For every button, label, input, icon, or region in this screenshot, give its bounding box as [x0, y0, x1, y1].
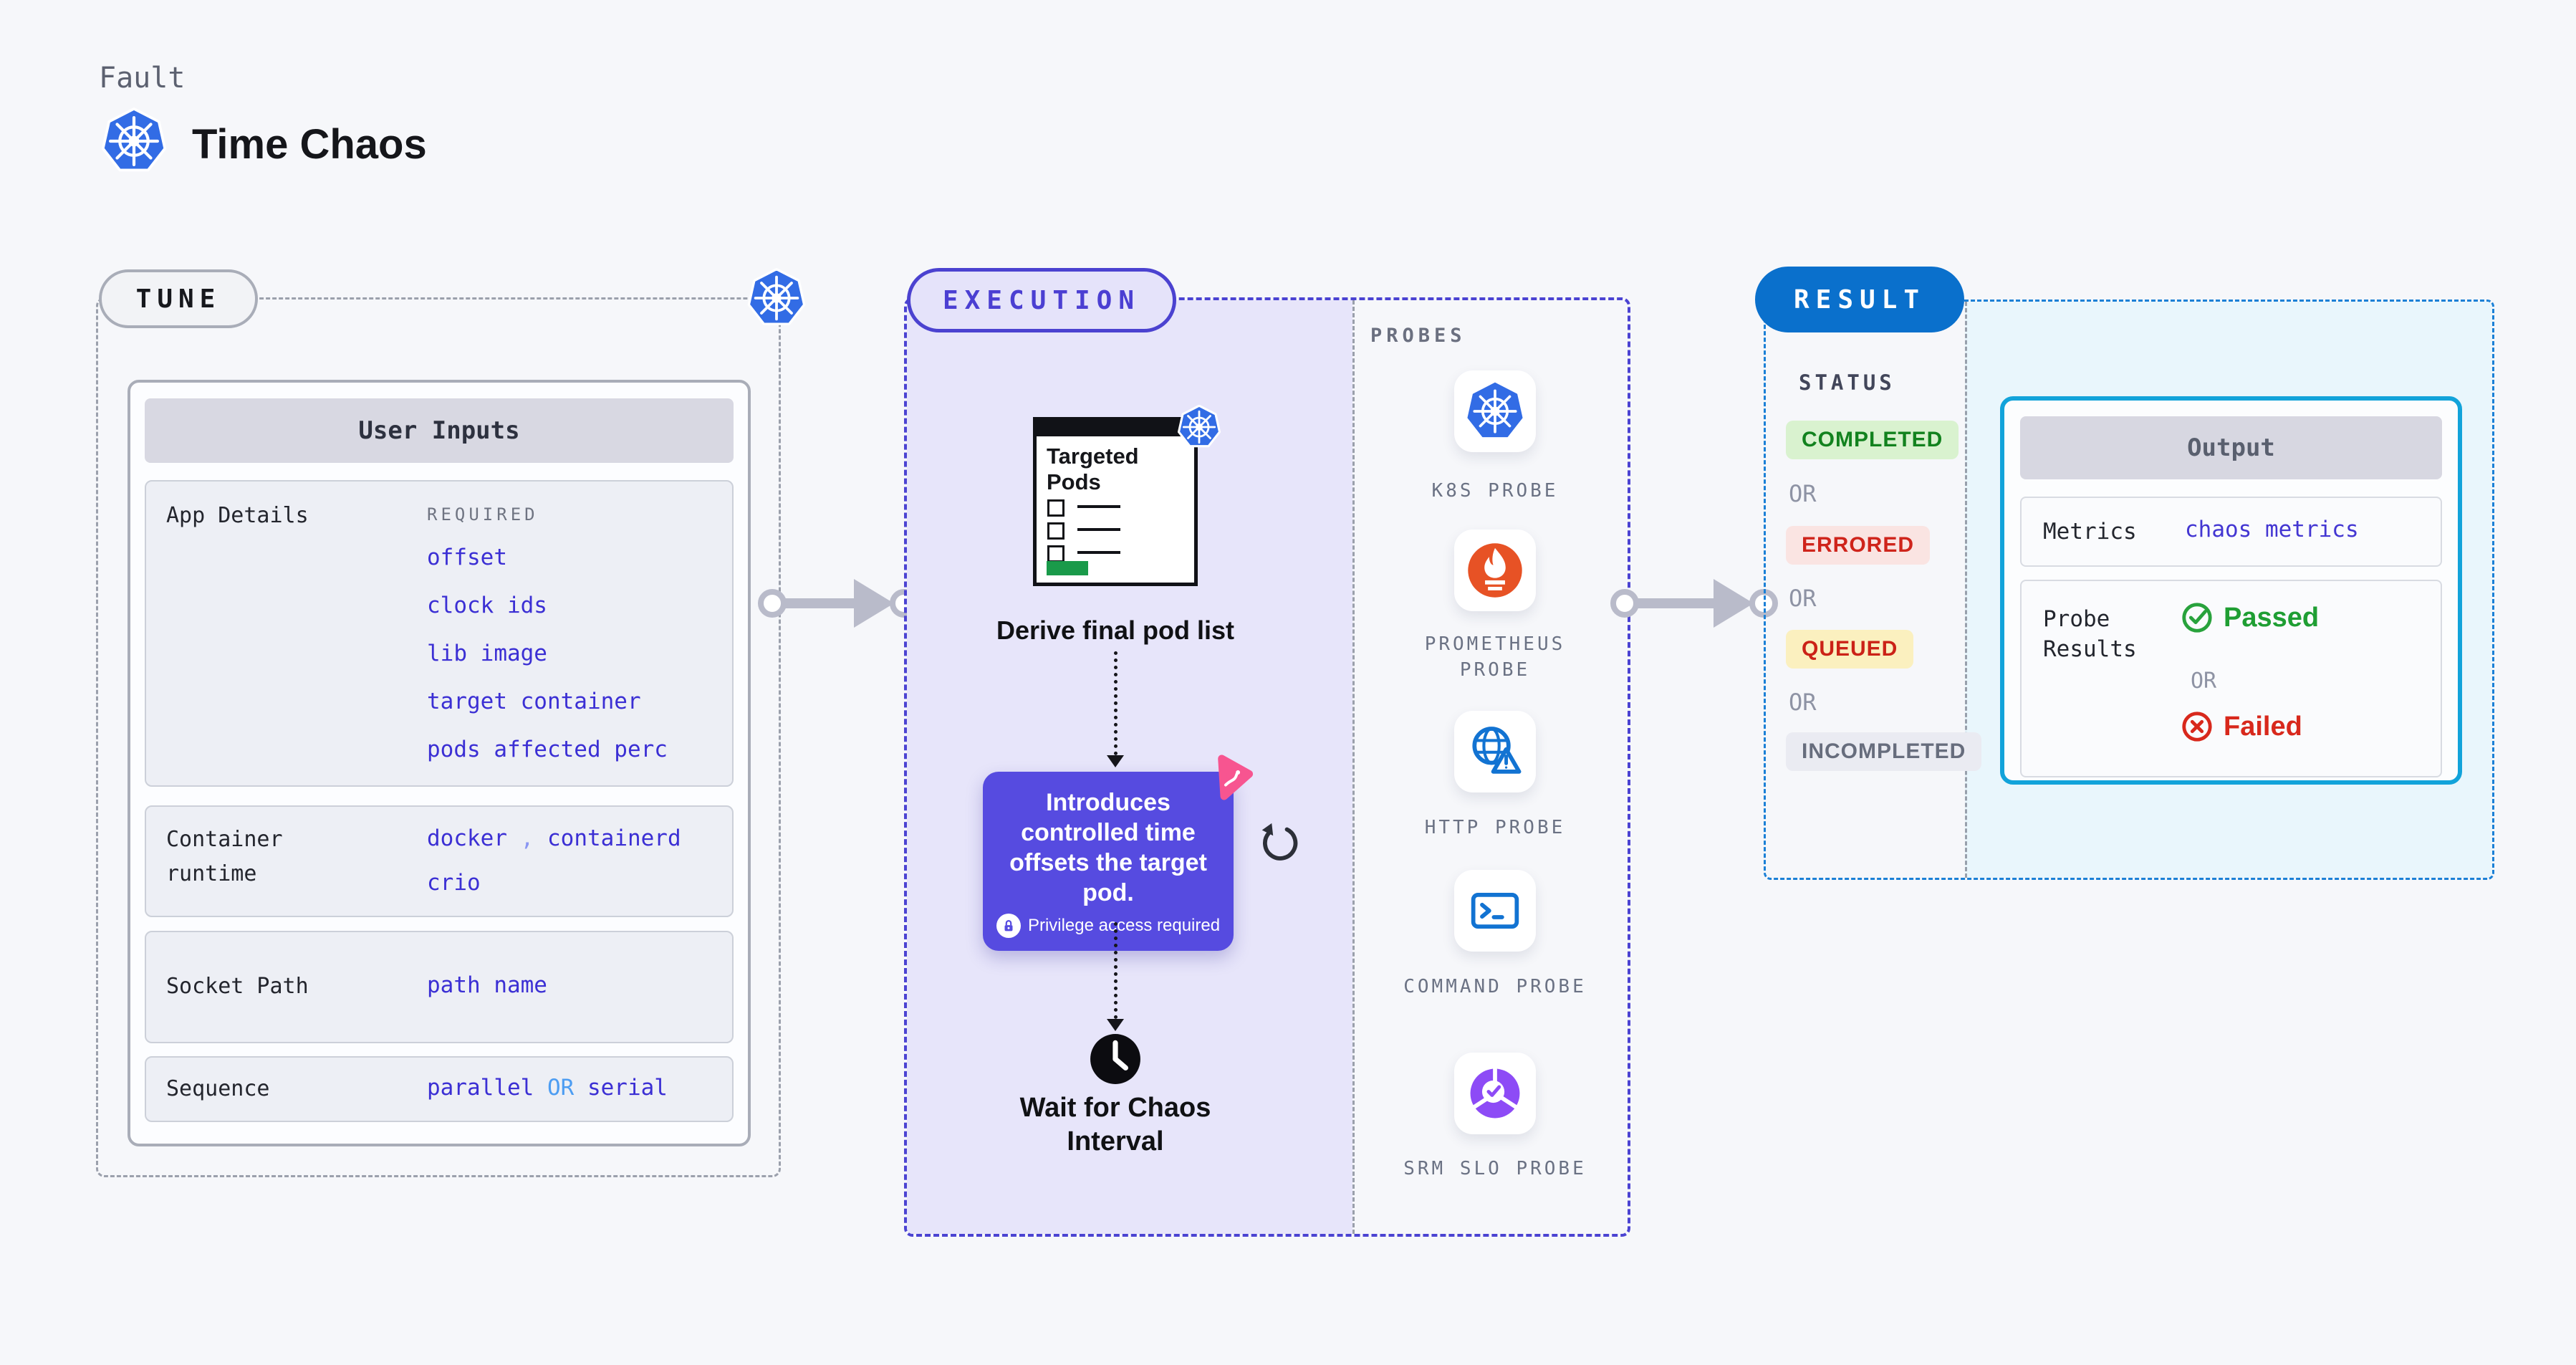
- wait-interval-caption: Wait for Chaos Interval: [1019, 1093, 1211, 1156]
- execution-label: EXECUTION: [942, 285, 1141, 315]
- container-runtime-label: Container runtime: [166, 827, 283, 886]
- runtime-separator: ,: [520, 825, 534, 851]
- sequence-row: Sequence parallel OR serial: [145, 1056, 734, 1122]
- kubernetes-icon: [1454, 370, 1536, 452]
- metrics-row: Metrics chaos metrics: [2020, 497, 2442, 567]
- passed-text: Passed: [2224, 602, 2320, 633]
- kubernetes-icon: [746, 268, 807, 328]
- probe-label: SRM SLO PROBE: [1403, 1158, 1587, 1179]
- failed-result: Failed: [2181, 710, 2302, 743]
- or-separator: OR: [2191, 669, 2217, 694]
- page-eyebrow: Fault: [99, 62, 186, 95]
- tooltip-text: Introduces controlled time offsets the t…: [1009, 789, 1207, 906]
- socket-path-row: Socket Path path name: [145, 931, 734, 1043]
- prometheus-icon: [1454, 530, 1536, 611]
- derive-pod-list-caption: Derive final pod list: [996, 616, 1235, 645]
- status-badge-incompleted: INCOMPLETED: [1786, 732, 1982, 771]
- http-globe-icon: [1454, 711, 1536, 792]
- tune-section: [96, 297, 781, 1177]
- check-circle-icon: [2182, 603, 2212, 633]
- or-separator: OR: [1789, 585, 1817, 612]
- link-lib-image[interactable]: lib image: [427, 641, 547, 666]
- value-path-name[interactable]: path name: [427, 972, 547, 998]
- window-bar: [1037, 421, 1194, 436]
- flow-connector: [1114, 922, 1118, 1019]
- status-badge-text: INCOMPLETED: [1786, 732, 1982, 771]
- progress-bar: [1047, 561, 1088, 575]
- passed-result: Passed: [2181, 601, 2319, 634]
- tune-label: TUNE: [135, 284, 221, 314]
- probe-label: PROMETHEUS PROBE: [1424, 633, 1566, 681]
- value-containerd[interactable]: containerd: [547, 825, 681, 851]
- status-badge-text: COMPLETED: [1786, 421, 1959, 459]
- user-inputs-card: User Inputs App Details REQUIRED offset …: [128, 380, 751, 1146]
- flow-arrowhead: [1107, 755, 1124, 767]
- output-title: Output: [2020, 416, 2442, 479]
- result-section: STATUS COMPLETED OR ERRORED OR QUEUED OR…: [1764, 300, 2494, 880]
- clock-icon: [1089, 1033, 1142, 1086]
- app-details-label: App Details: [166, 503, 309, 528]
- probe-label: COMMAND PROBE: [1403, 976, 1587, 997]
- result-label-pill: RESULT: [1755, 267, 1964, 332]
- targeted-pods-card: Targeted Pods: [1033, 417, 1198, 586]
- chaos-pink-icon: [1205, 752, 1259, 805]
- execution-label-pill: EXECUTION: [907, 268, 1176, 332]
- or-separator: OR: [1789, 689, 1817, 716]
- value-docker[interactable]: docker: [427, 825, 507, 851]
- refresh-icon: [1256, 820, 1298, 862]
- failed-text: Failed: [2224, 711, 2302, 742]
- status-label: STATUS: [1799, 370, 1895, 395]
- sequence-label: Sequence: [166, 1076, 270, 1101]
- privilege-badge-text: Privilege access required: [1027, 916, 1221, 935]
- probe-results-row: Probe Results Passed OR Failed: [2020, 580, 2442, 777]
- output-card: Output Metrics chaos metrics Probe Resul…: [2000, 396, 2462, 785]
- runtime-values-line1[interactable]: docker , containerd: [427, 825, 681, 851]
- srm-slo-icon: [1454, 1053, 1536, 1134]
- lock-icon: [996, 914, 1021, 938]
- value-crio[interactable]: crio: [427, 870, 481, 896]
- probe-label: K8S PROBE: [1431, 480, 1559, 502]
- status-badge-text: QUEUED: [1786, 630, 1914, 669]
- flow-arrowhead: [1107, 1019, 1124, 1031]
- link-offset[interactable]: offset: [427, 545, 507, 570]
- sequence-values[interactable]: parallel OR serial: [427, 1075, 668, 1101]
- terminal-icon: [1454, 870, 1536, 952]
- app-details-row: App Details REQUIRED offset clock ids li…: [145, 480, 734, 787]
- value-serial[interactable]: serial: [587, 1075, 668, 1101]
- container-runtime-row: Container runtime docker , containerd cr…: [145, 805, 734, 917]
- targeted-pods-title: Targeted Pods: [1047, 444, 1139, 494]
- user-inputs-title: User Inputs: [145, 398, 734, 463]
- or-separator: OR: [1789, 480, 1817, 507]
- probe-label: HTTP PROBE: [1424, 817, 1566, 838]
- value-parallel[interactable]: parallel: [427, 1075, 534, 1101]
- required-tag: REQUIRED: [427, 504, 539, 525]
- probes-divider: [1352, 300, 1355, 1234]
- kubernetes-icon: [100, 107, 168, 175]
- socket-path-label: Socket Path: [166, 974, 309, 999]
- flow-connector: [1114, 651, 1118, 755]
- fault-tooltip: Introduces controlled time offsets the t…: [983, 772, 1234, 951]
- page-title: Time Chaos: [192, 121, 427, 168]
- status-badge-completed: COMPLETED: [1786, 421, 1959, 459]
- status-badge-errored: ERRORED: [1786, 526, 1931, 565]
- probe-results-label: Probe Results: [2043, 606, 2137, 662]
- link-clock-ids[interactable]: clock ids: [427, 593, 547, 618]
- status-badge-text: ERRORED: [1786, 526, 1931, 565]
- status-badge-queued: QUEUED: [1786, 630, 1914, 669]
- probes-section-label: PROBES: [1370, 325, 1466, 347]
- link-target-container[interactable]: target container: [427, 689, 641, 714]
- execution-section: Targeted Pods Derive final pod list: [904, 297, 1630, 1237]
- x-circle-icon: [2182, 712, 2212, 742]
- result-divider: [1965, 302, 1967, 878]
- tune-label-pill: TUNE: [99, 269, 258, 328]
- link-pods-affected-perc[interactable]: pods affected perc: [427, 737, 668, 762]
- kubernetes-icon: [1177, 405, 1221, 449]
- metrics-value[interactable]: chaos metrics: [2185, 517, 2359, 542]
- result-label: RESULT: [1793, 284, 1926, 315]
- sequence-or: OR: [547, 1075, 575, 1101]
- metrics-label: Metrics: [2043, 519, 2137, 545]
